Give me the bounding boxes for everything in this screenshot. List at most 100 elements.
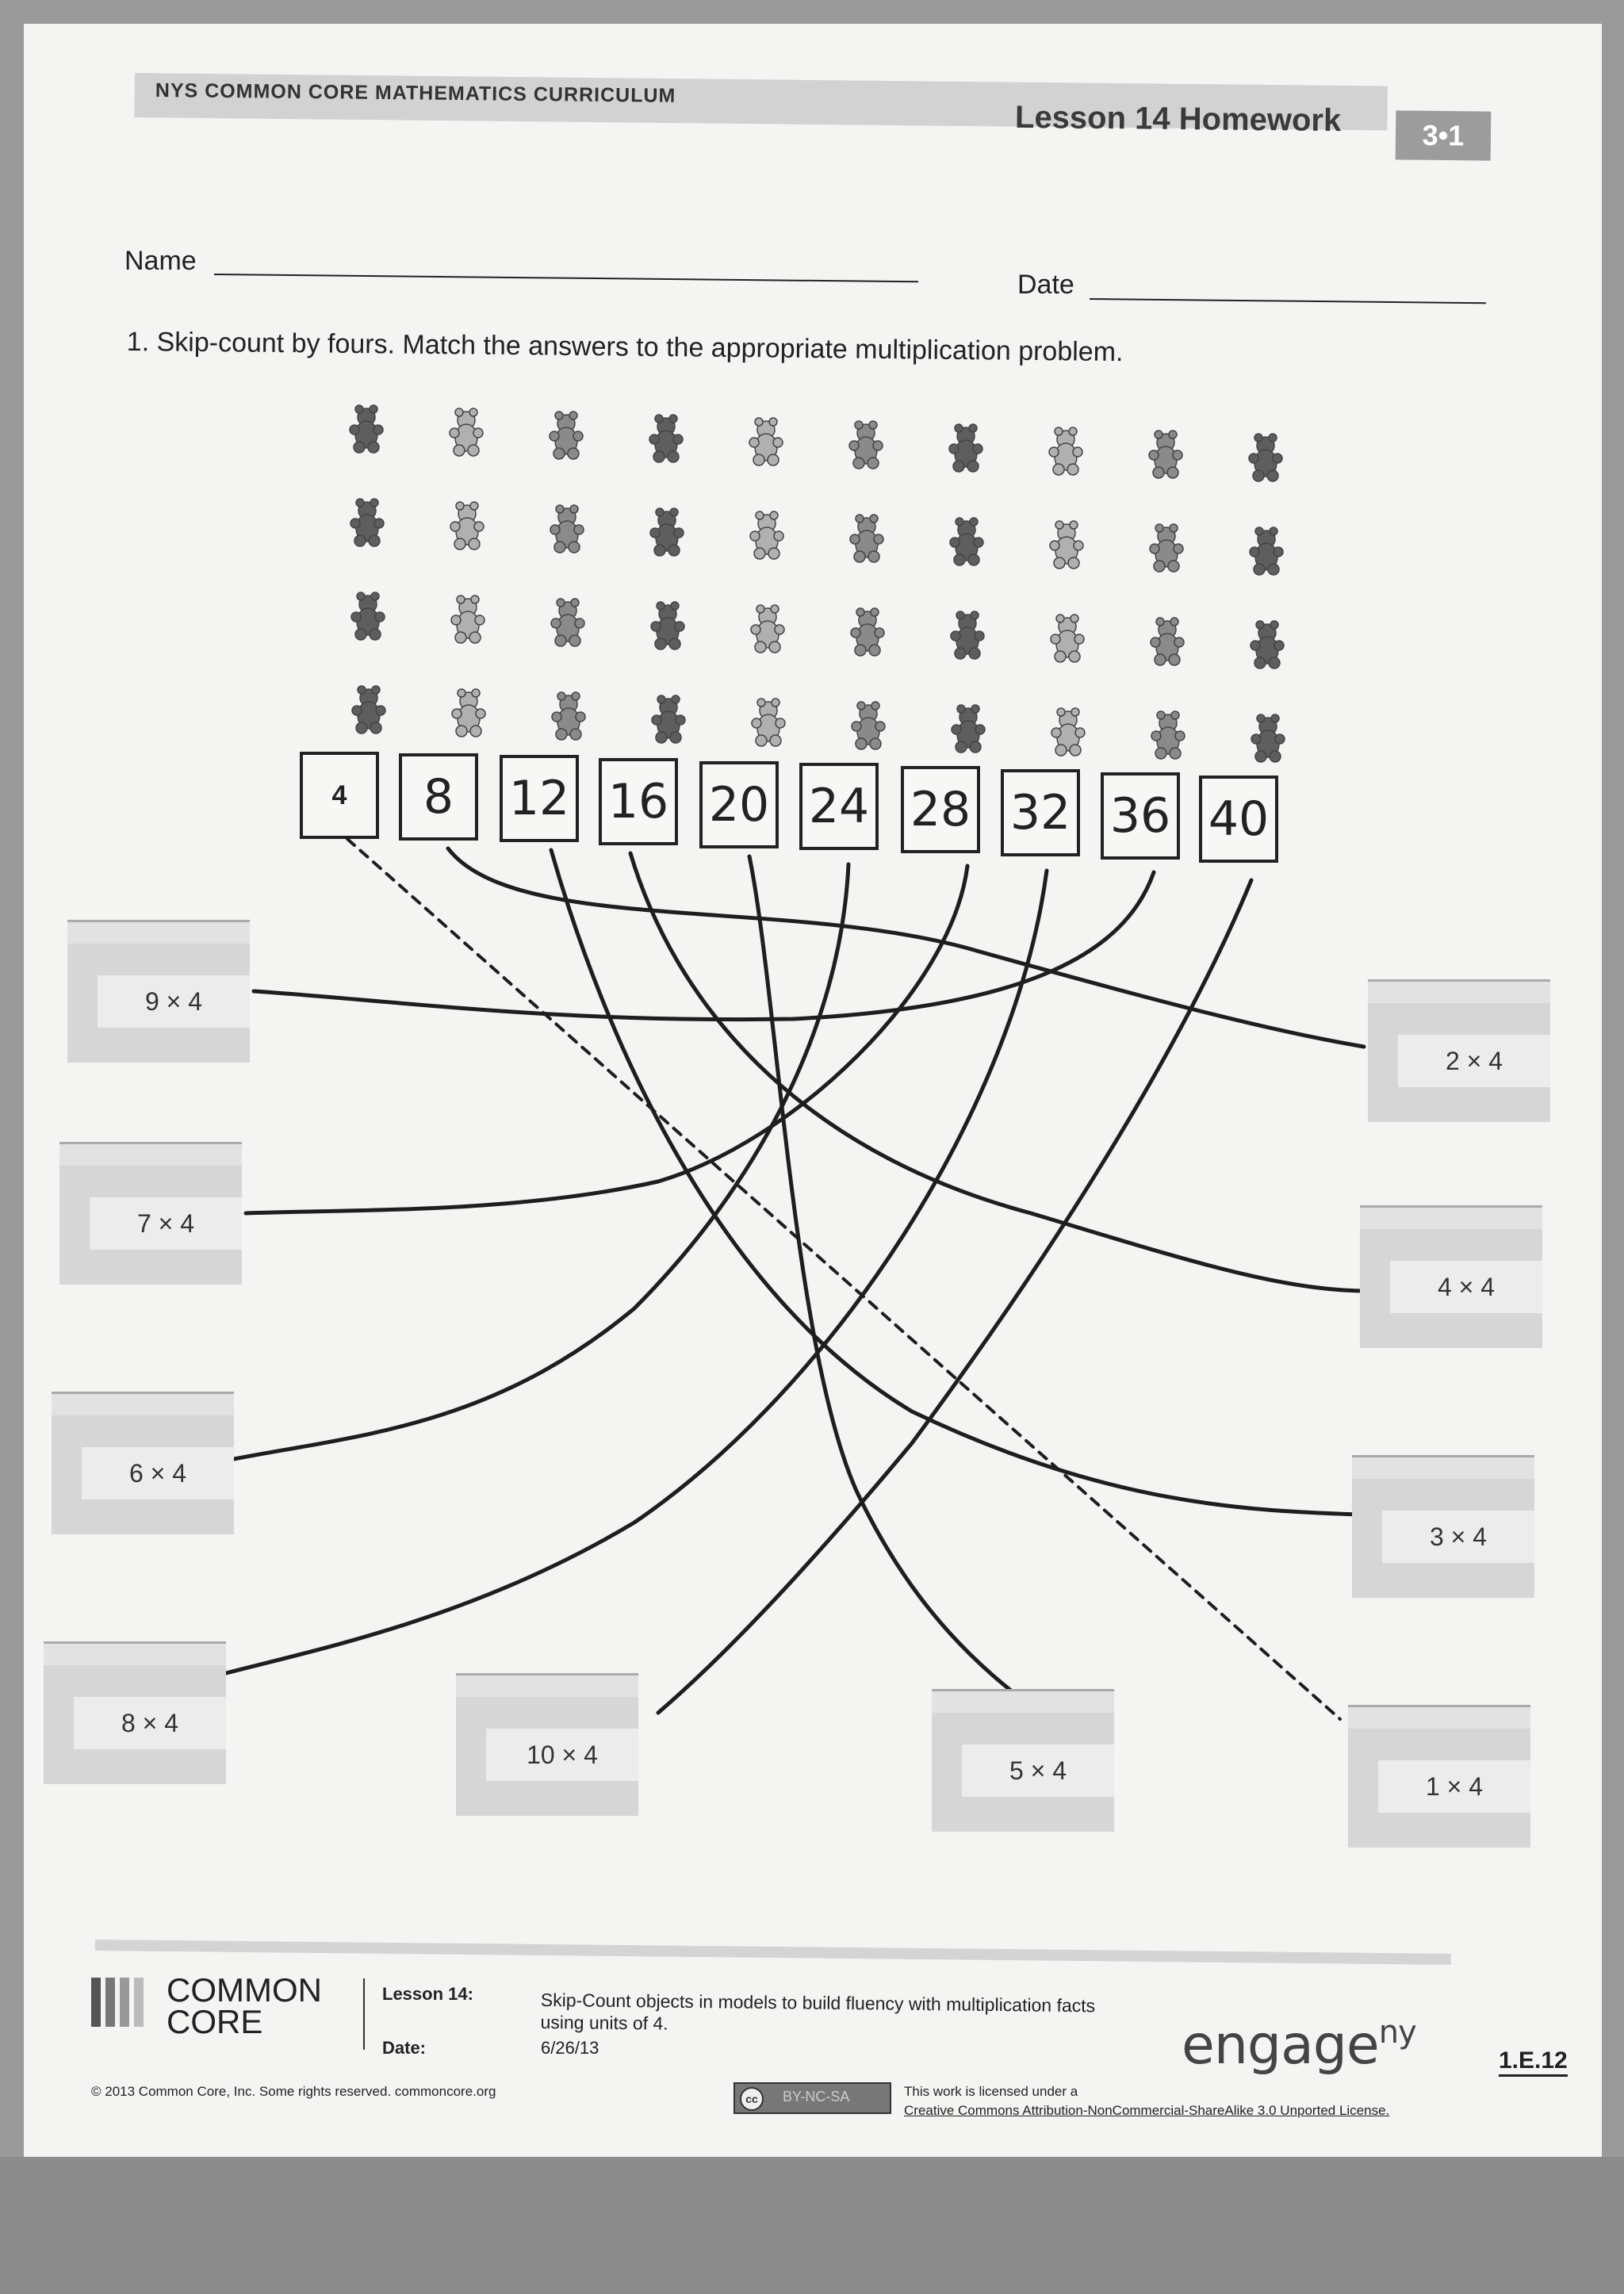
- bag-label: 8 × 4: [74, 1697, 226, 1749]
- teddy-bear-icon: [751, 698, 786, 747]
- teddy-bear-icon: [1149, 523, 1184, 573]
- teddy-bear-icon: [948, 423, 983, 473]
- answer-box-32: 32: [1001, 769, 1080, 856]
- match-line-16: [628, 851, 1378, 1293]
- bag-3x4: 3 × 4: [1352, 1447, 1534, 1598]
- teddy-bear-icon: [1249, 527, 1284, 576]
- bag-label: 6 × 4: [82, 1447, 234, 1499]
- cc-icon: cc: [740, 2087, 764, 2111]
- footer-divider: [363, 1978, 365, 2050]
- teddy-bear-icon: [649, 414, 684, 463]
- page-number: 1.E.12: [1499, 2047, 1568, 2077]
- teddy-bear-icon: [1050, 614, 1085, 663]
- teddy-bear-icon: [1150, 617, 1185, 666]
- teddy-bear-icon: [949, 517, 984, 566]
- bag-label: 7 × 4: [90, 1197, 242, 1250]
- teddy-bear-icon: [450, 595, 485, 644]
- teddy-bear-icon: [1151, 710, 1185, 760]
- teddy-bear-icon: [351, 685, 386, 734]
- match-line-24: [232, 862, 851, 1461]
- bag-label: 5 × 4: [962, 1744, 1114, 1797]
- match-line-20: [747, 854, 1041, 1715]
- teddy-bear-icon: [851, 701, 886, 750]
- bag-7x4: 7 × 4: [59, 1134, 242, 1285]
- teddy-bear-icon: [550, 504, 584, 553]
- bag-label: 2 × 4: [1398, 1035, 1550, 1087]
- bag-1x4: 1 × 4: [1348, 1697, 1530, 1848]
- teddy-bear-icon: [449, 408, 484, 457]
- name-label: Name: [124, 246, 197, 276]
- answer-box-8: 8: [399, 753, 478, 841]
- teddy-bear-icon: [350, 498, 385, 547]
- teddy-bear-icon: [951, 704, 986, 753]
- footer-lesson-label: Lesson 14:: [382, 1984, 473, 2004]
- bag-5x4: 5 × 4: [932, 1681, 1114, 1832]
- teddy-bear-icon: [750, 604, 785, 653]
- copyright-text: © 2013 Common Core, Inc. Some rights res…: [91, 2084, 496, 2099]
- bag-2x4: 2 × 4: [1368, 971, 1550, 1122]
- teddy-bear-icon: [1248, 433, 1283, 482]
- teddy-bear-icon: [1250, 620, 1285, 669]
- teddy-bear-icon: [549, 411, 584, 460]
- bag-4x4: 4 × 4: [1360, 1197, 1542, 1348]
- teddy-bear-icon: [350, 592, 385, 641]
- answer-box-28: 28: [901, 766, 980, 853]
- answer-box-12: 12: [500, 755, 579, 842]
- bag-10x4: 10 × 4: [456, 1665, 638, 1816]
- match-line-32: [224, 868, 1049, 1676]
- answer-box-36: 36: [1101, 772, 1180, 860]
- teddy-bear-icon: [749, 511, 784, 560]
- cc-license-badge: cc BY-NC-SA: [733, 2082, 891, 2114]
- bag-label: 3 × 4: [1382, 1511, 1534, 1563]
- bag-9x4: 9 × 4: [67, 912, 250, 1063]
- teddy-bear-icon: [1051, 707, 1086, 756]
- license-text: This work is licensed under a: [904, 2084, 1078, 2099]
- match-line-8: [446, 846, 1366, 1049]
- answer-box-4: 4: [300, 752, 379, 839]
- teddy-bear-icon: [1251, 714, 1285, 763]
- teddy-bear-icon: [950, 611, 985, 660]
- match-line-36: [251, 870, 1156, 1022]
- teddy-bear-icon: [850, 607, 885, 657]
- bag-label: 9 × 4: [98, 975, 250, 1028]
- teddy-bear-icon: [749, 417, 783, 466]
- teddy-bear-icon: [1148, 430, 1183, 479]
- teddy-bear-icon: [349, 404, 384, 454]
- teddy-bear-icon: [450, 501, 485, 550]
- bag-6x4: 6 × 4: [52, 1384, 234, 1534]
- teddy-bear-icon: [1049, 520, 1084, 569]
- common-core-logo-icon: [91, 1978, 144, 2027]
- answer-box-16: 16: [599, 758, 678, 845]
- teddy-bear-icon: [1048, 427, 1083, 476]
- footer-date-value: 6/26/13: [541, 2038, 599, 2058]
- teddy-bear-icon: [550, 598, 585, 647]
- teddy-bear-icon: [650, 601, 685, 650]
- bag-label: 10 × 4: [486, 1729, 638, 1781]
- answer-box-20: 20: [699, 761, 779, 848]
- answer-box-24: 24: [799, 763, 879, 850]
- bag-label: 1 × 4: [1378, 1760, 1530, 1813]
- teddy-bear-icon: [849, 514, 884, 563]
- match-line-40: [656, 878, 1254, 1715]
- engageny-logo: engageny: [1182, 2014, 1417, 2077]
- footer-description: Skip-Count objects in models to build fl…: [540, 1990, 1096, 2034]
- teddy-bear-icon: [651, 695, 686, 744]
- teddy-bear-icon: [451, 688, 486, 737]
- license-link[interactable]: Creative Commons Attribution-NonCommerci…: [904, 2103, 1390, 2118]
- teddy-bear-icon: [649, 507, 684, 557]
- teddy-bear-icon: [551, 691, 586, 741]
- bag-label: 4 × 4: [1390, 1261, 1542, 1313]
- common-core-wordmark: COMMON CORE: [167, 1971, 322, 2040]
- answer-box-40: 40: [1199, 776, 1278, 863]
- worksheet-page: [24, 24, 1602, 2157]
- teddy-bear-icon: [848, 420, 883, 469]
- match-line-4: [346, 837, 1342, 1721]
- date-label: Date: [1017, 270, 1074, 300]
- match-line-28: [243, 864, 970, 1216]
- scan-bottom-band: [0, 2157, 1624, 2294]
- bag-8x4: 8 × 4: [44, 1633, 226, 1784]
- match-line-12: [549, 848, 1360, 1517]
- footer-date-label: Date:: [382, 2038, 427, 2058]
